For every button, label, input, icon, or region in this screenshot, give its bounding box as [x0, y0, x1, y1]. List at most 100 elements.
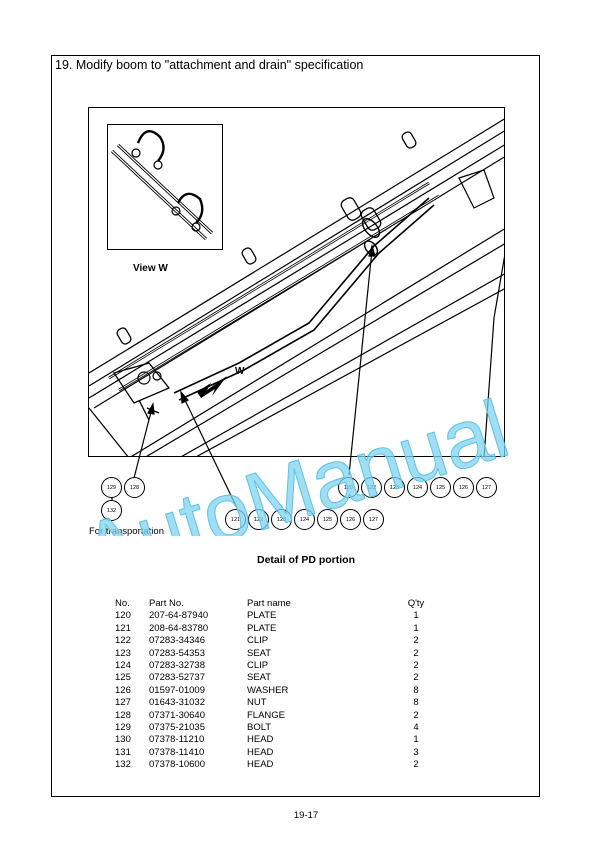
- table-row: 122 07283-34346 CLIP 2: [115, 635, 431, 647]
- callout-122: 122: [248, 509, 269, 530]
- cell-part-no: 07283-52737: [149, 672, 205, 684]
- cell-part-no: 01597-01009: [149, 684, 205, 696]
- cell-qty: 2: [413, 672, 419, 684]
- cell-qty: 4: [413, 722, 419, 734]
- cell-part-name: NUT: [247, 697, 267, 709]
- table-row: 123 07283-54353 SEAT 2: [115, 648, 431, 660]
- callout-125: 125: [317, 509, 338, 530]
- cell-part-name: HEAD: [247, 734, 274, 746]
- callout-132: 132: [101, 500, 122, 521]
- callout-123: 123: [384, 477, 405, 498]
- section-title: 19. Modify boom to "attachment and drain…: [55, 58, 364, 72]
- cell-part-name: PLATE: [247, 610, 277, 622]
- callout-122: 122: [361, 477, 382, 498]
- view-w-inset: [107, 124, 223, 250]
- cell-part-name: WASHER: [247, 684, 289, 696]
- cell-qty: 2: [413, 647, 419, 659]
- callout-121: 121: [225, 509, 246, 530]
- cell-no: 124: [115, 660, 131, 672]
- cell-no: 125: [115, 672, 131, 684]
- cell-part-name: SEAT: [247, 647, 272, 659]
- callout-128: 128: [124, 477, 145, 498]
- cell-qty: 2: [413, 759, 419, 771]
- cell-qty: 3: [413, 746, 419, 758]
- cell-part-no: 07283-32738: [149, 660, 205, 672]
- table-row: 131 07378-11410 HEAD 3: [115, 747, 431, 759]
- cell-part-name: CLIP: [247, 660, 269, 672]
- callout-127: 127: [363, 509, 384, 530]
- parts-table: No. Part No. Part name Q'ty 120 207-64-8…: [115, 598, 431, 772]
- cell-part-no: 208-64-83780: [149, 622, 209, 634]
- cell-part-name: HEAD: [247, 746, 274, 758]
- cell-qty: 8: [413, 697, 419, 709]
- table-row: 126 01597-01009 WASHER 8: [115, 685, 431, 697]
- cell-part-no: 07371-30640: [149, 709, 205, 721]
- callout-124: 124: [294, 509, 315, 530]
- cell-no: 127: [115, 697, 131, 709]
- cell-part-no: 207-64-87940: [149, 610, 209, 622]
- table-row: 124 07283-32738 CLIP 2: [115, 660, 431, 672]
- cell-no: 126: [115, 684, 131, 696]
- cell-qty: 1: [413, 610, 419, 622]
- cell-part-no: 07283-34346: [149, 635, 205, 647]
- table-row: 121 208-64-83780 PLATE 1: [115, 623, 431, 635]
- cell-part-name: FLANGE: [247, 709, 286, 721]
- cell-part-no: 07378-11410: [149, 746, 205, 758]
- detail-title-text: Detail of PD portion: [257, 554, 355, 566]
- callout-127: 127: [476, 477, 497, 498]
- arrow-w-label: W: [235, 366, 245, 377]
- table-row: 129 07375-21035 BOLT 4: [115, 722, 431, 734]
- header-qty: Q'ty: [407, 598, 425, 609]
- cell-qty: 1: [413, 734, 419, 746]
- cell-qty: 8: [413, 684, 419, 696]
- header-part-no: Part No.: [149, 598, 184, 609]
- cell-qty: 1: [413, 622, 419, 634]
- page-frame: [51, 55, 540, 797]
- cell-qty: 2: [413, 635, 419, 647]
- cell-no: 130: [115, 734, 131, 746]
- header-no: No.: [115, 598, 130, 609]
- callout-126: 126: [453, 477, 474, 498]
- table-row: 130 07378-11210 HEAD 1: [115, 734, 431, 746]
- cell-no: 128: [115, 709, 131, 721]
- clamp-detail-drawing: [110, 130, 214, 241]
- cell-no: 131: [115, 746, 131, 758]
- cell-part-name: SEAT: [247, 672, 272, 684]
- cell-no: 132: [115, 759, 131, 771]
- table-header-row: No. Part No. Part name Q'ty: [115, 598, 431, 610]
- cell-part-name: HEAD: [247, 759, 274, 771]
- callout-120: 120: [338, 477, 359, 498]
- view-w-label: View W: [133, 263, 168, 274]
- callout-125: 125: [430, 477, 451, 498]
- cell-qty: 2: [413, 660, 419, 672]
- cell-part-name: BOLT: [247, 722, 272, 734]
- header-part-name: Part name: [247, 598, 291, 609]
- table-row: 132 07378-10600 HEAD 2: [115, 759, 431, 771]
- view-arrow: [197, 376, 227, 398]
- cell-part-no: 07375-21035: [149, 722, 205, 734]
- cell-no: 122: [115, 635, 131, 647]
- table-row: 125 07283-52737 SEAT 2: [115, 672, 431, 684]
- cell-no: 121: [115, 622, 131, 634]
- table-row: 127 01643-31032 NUT 8: [115, 697, 431, 709]
- cell-part-name: CLIP: [247, 635, 269, 647]
- cell-no: 120: [115, 610, 131, 622]
- callout-123: 123: [271, 509, 292, 530]
- table-row: 128 07371-30640 FLANGE 2: [115, 710, 431, 722]
- cell-no: 129: [115, 722, 131, 734]
- cell-no: 123: [115, 647, 131, 659]
- callout-126: 126: [340, 509, 361, 530]
- cell-part-no: 01643-31032: [149, 697, 205, 709]
- table-row: 120 207-64-87940 PLATE 1: [115, 610, 431, 622]
- page-number: 19-17: [293, 810, 319, 821]
- callout-129: 129: [101, 477, 122, 498]
- boom-illustration: [88, 107, 505, 457]
- detail-title: Detail of PD portion: [0, 554, 612, 566]
- cell-part-name: PLATE: [247, 622, 277, 634]
- transport-note: For transportation: [89, 526, 164, 537]
- cell-qty: 2: [413, 709, 419, 721]
- callout-124: 124: [407, 477, 428, 498]
- cell-part-no: 07283-54353: [149, 647, 205, 659]
- cell-part-no: 07378-10600: [149, 759, 205, 771]
- cell-part-no: 07378-11210: [149, 734, 205, 746]
